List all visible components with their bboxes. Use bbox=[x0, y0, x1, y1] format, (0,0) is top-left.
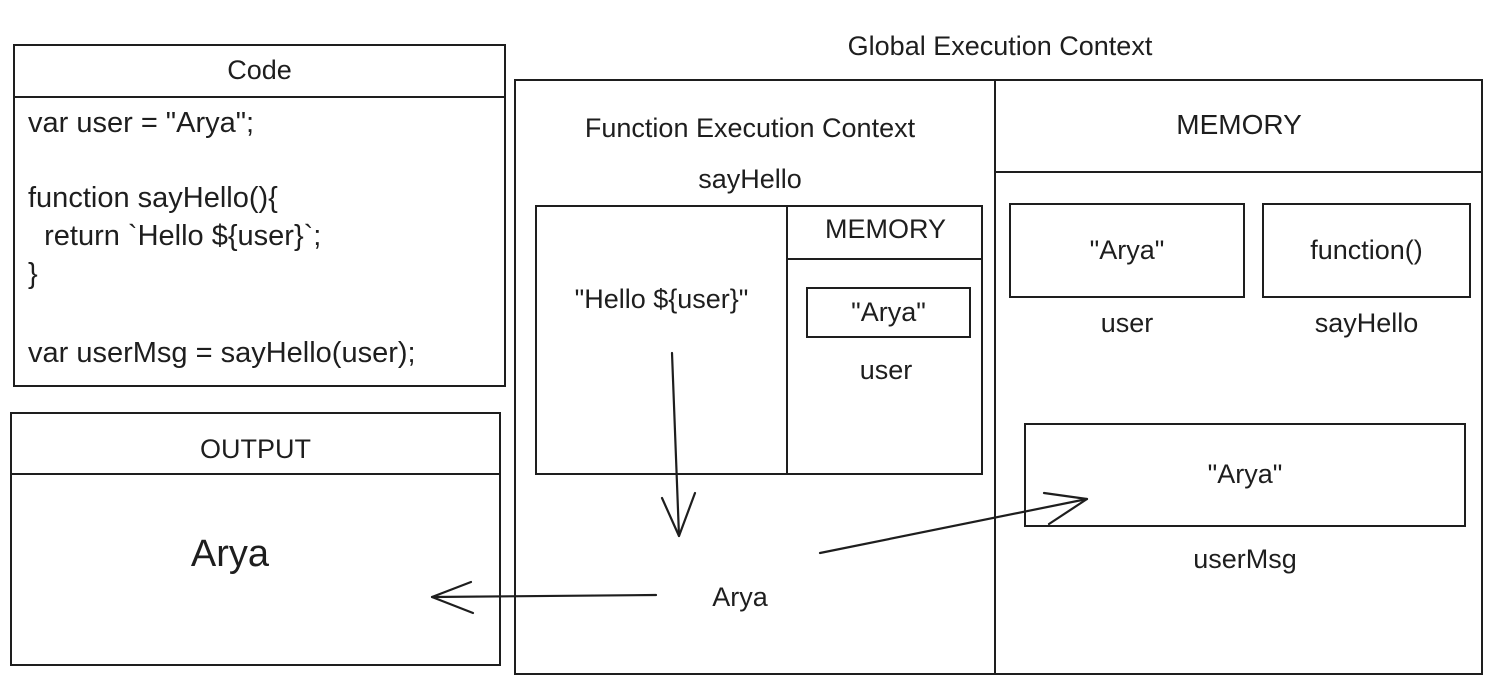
output-panel-title: OUTPUT bbox=[200, 434, 311, 464]
function-memory-user-name: user bbox=[859, 355, 913, 385]
function-context-separator bbox=[786, 205, 788, 475]
code-line-5: var userMsg = sayHello(user); bbox=[28, 337, 416, 369]
global-memory-title: MEMORY bbox=[1176, 109, 1302, 140]
global-context-title: Global Execution Context bbox=[847, 31, 1153, 61]
global-memory-cell-usermsg bbox=[1024, 423, 1466, 527]
function-context-frame bbox=[535, 205, 983, 475]
code-panel-divider bbox=[13, 96, 506, 98]
global-memory-user-name: user bbox=[1100, 308, 1154, 338]
global-memory-cell-user bbox=[1009, 203, 1245, 298]
global-memory-usermsg-value: "Arya" bbox=[1207, 459, 1283, 489]
output-panel bbox=[10, 412, 501, 666]
assign-arrow bbox=[818, 497, 1089, 555]
function-memory-title: MEMORY bbox=[824, 214, 946, 244]
code-line-3: return `Hello ${user}`; bbox=[28, 220, 322, 252]
global-memory-divider bbox=[996, 171, 1483, 173]
code-panel-title: Code bbox=[227, 55, 292, 85]
return-down-arrow bbox=[670, 351, 681, 538]
global-memory-user-value: "Arya" bbox=[1089, 235, 1165, 265]
global-memory-cell-sayhello bbox=[1262, 203, 1471, 298]
output-value: Arya bbox=[190, 533, 270, 575]
function-execution-text: "Hello ${user}" bbox=[574, 284, 749, 314]
code-panel bbox=[13, 44, 506, 387]
return-down-arrowhead bbox=[660, 491, 697, 538]
function-context-subtitle: sayHello bbox=[698, 164, 802, 194]
output-panel-divider bbox=[10, 473, 501, 475]
code-line-2: function sayHello(){ bbox=[28, 182, 278, 214]
function-memory-divider bbox=[788, 258, 983, 260]
function-memory-cell-user bbox=[806, 287, 971, 338]
function-memory-user-value: "Arya" bbox=[851, 297, 926, 327]
assign-arrowhead bbox=[1042, 491, 1089, 526]
global-memory-sayhello-value: function() bbox=[1310, 235, 1423, 265]
global-memory-usermsg-name: userMsg bbox=[1193, 544, 1297, 574]
output-left-arrowhead bbox=[430, 580, 475, 615]
global-context-frame bbox=[514, 79, 1483, 675]
output-left-arrow bbox=[430, 593, 658, 599]
global-memory-sayhello-name: sayHello bbox=[1314, 308, 1419, 338]
function-result: Arya bbox=[712, 582, 768, 612]
code-line-4: } bbox=[28, 258, 38, 290]
code-line-1: var user = "Arya"; bbox=[28, 107, 255, 139]
function-context-title: Function Execution Context bbox=[584, 113, 916, 143]
global-context-separator bbox=[994, 79, 996, 675]
